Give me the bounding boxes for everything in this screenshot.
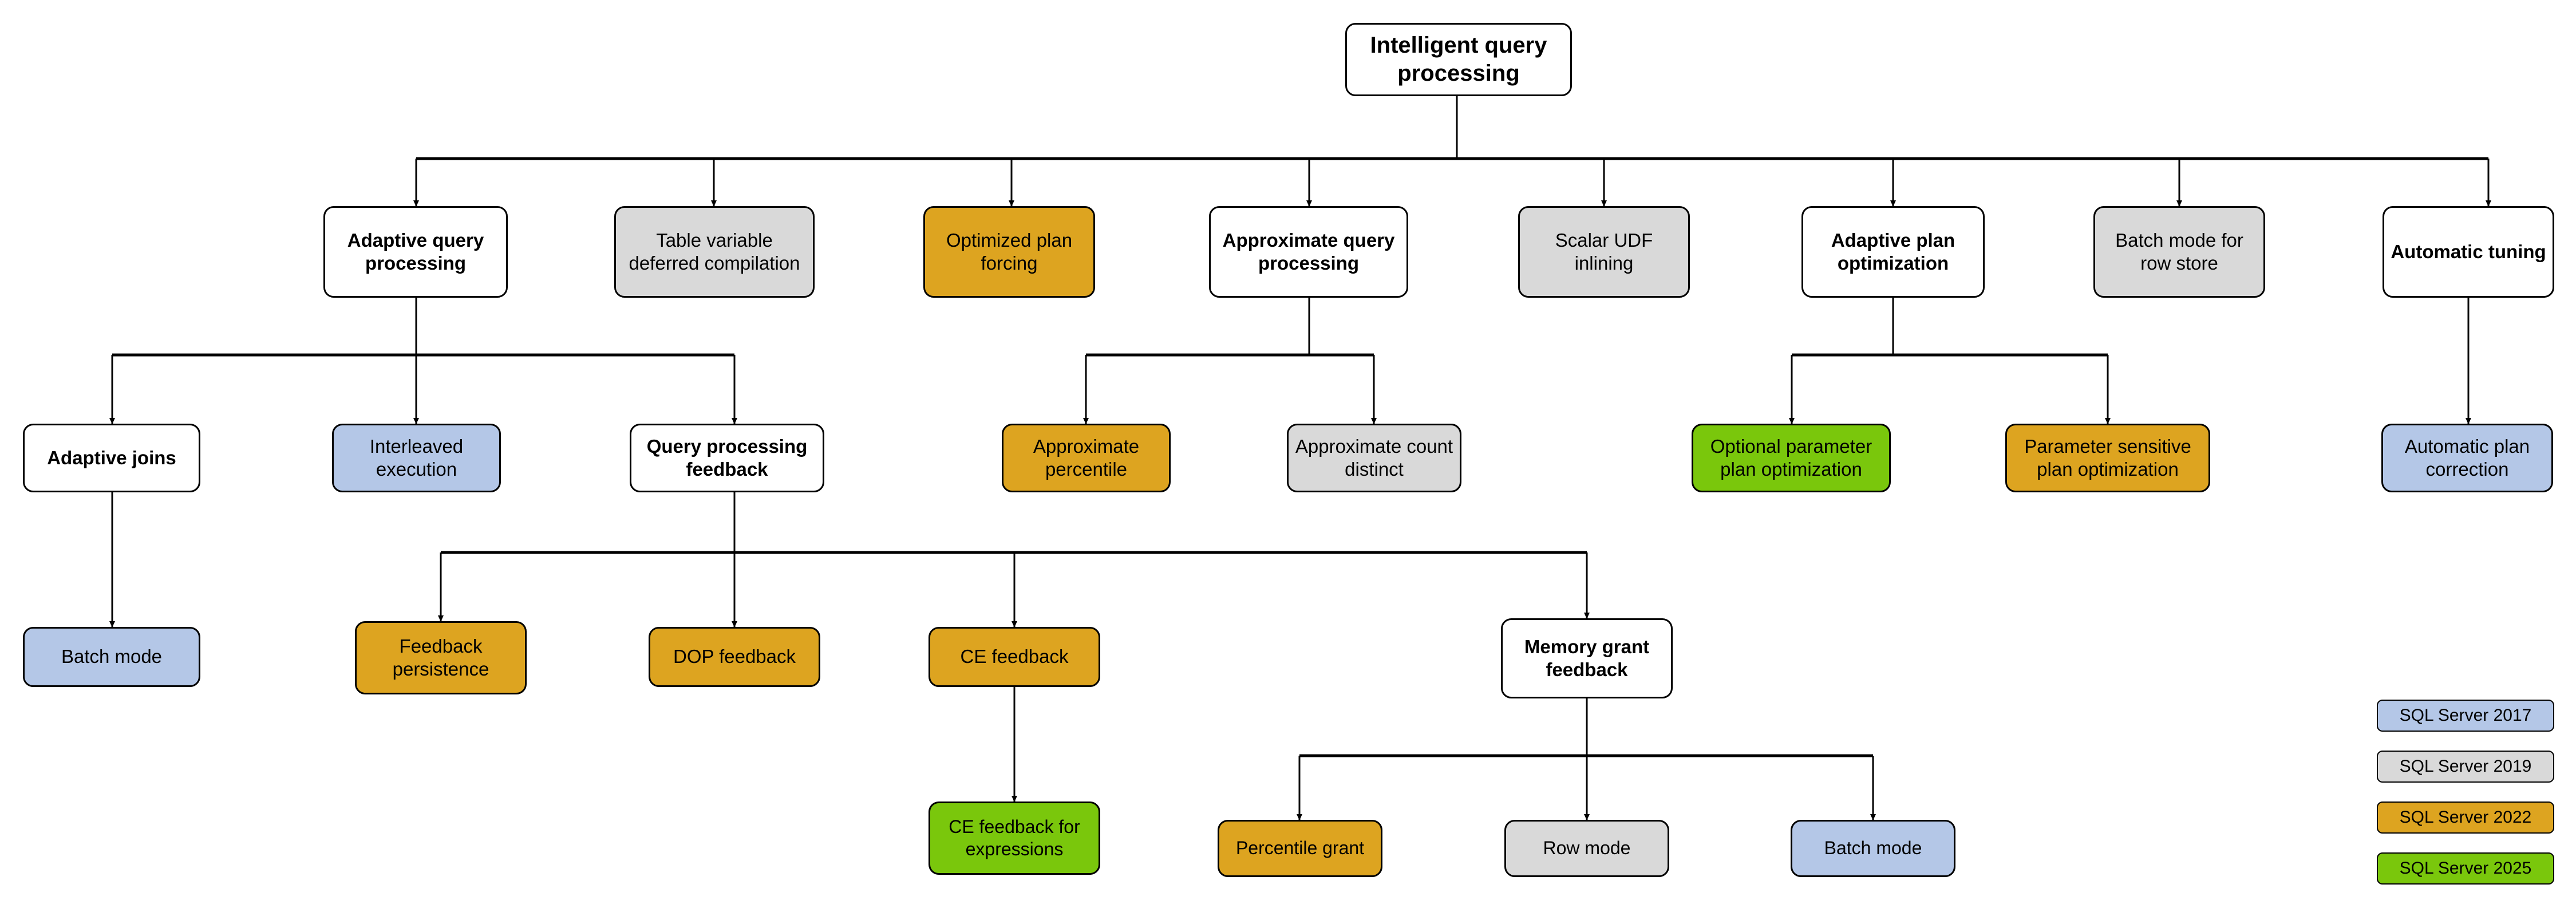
node-memory-grant-feedback[interactable]: Memory grant feedback <box>1501 618 1673 698</box>
node-table-variable-deferred-compilation[interactable]: Table variable deferred compilation <box>614 206 815 298</box>
node-percentile-grant[interactable]: Percentile grant <box>1218 820 1382 877</box>
legend-item-sql-server-2022: SQL Server 2022 <box>2377 802 2554 834</box>
node-label: Adaptive plan optimization <box>1831 229 1955 274</box>
node-interleaved-execution[interactable]: Interleaved execution <box>332 424 501 492</box>
node-label: Automatic plan correction <box>2404 435 2530 480</box>
node-batch-mode-for-row-store[interactable]: Batch mode for row store <box>2093 206 2265 298</box>
node-label: Scalar UDF inlining <box>1555 229 1653 274</box>
node-label: Optimized plan forcing <box>946 229 1073 274</box>
legend-label: SQL Server 2019 <box>2399 757 2532 776</box>
legend-item-sql-server-2019: SQL Server 2019 <box>2377 751 2554 783</box>
node-label: Interleaved execution <box>369 435 464 480</box>
node-label: CE feedback <box>960 646 1069 668</box>
node-parameter-sensitive-plan-optimization[interactable]: Parameter sensitive plan optimization <box>2005 424 2210 492</box>
node-optimized-plan-forcing[interactable]: Optimized plan forcing <box>923 206 1095 298</box>
node-ce-feedback[interactable]: CE feedback <box>929 627 1100 687</box>
node-label: CE feedback for expressions <box>949 816 1080 859</box>
legend-label: SQL Server 2025 <box>2399 859 2532 878</box>
node-label: Batch mode <box>1824 838 1922 859</box>
node-intelligent-query-processing[interactable]: Intelligent query processing <box>1345 23 1572 96</box>
node-label: Row mode <box>1543 838 1631 859</box>
node-label: DOP feedback <box>673 646 796 668</box>
node-label: Percentile grant <box>1235 838 1365 859</box>
node-label: Parameter sensitive plan optimization <box>2024 435 2191 480</box>
node-label: Approximate query processing <box>1222 229 1395 274</box>
node-label: Table variable deferred compilation <box>629 229 800 274</box>
node-optional-parameter-plan-optimization[interactable]: Optional parameter plan optimization <box>1692 424 1891 492</box>
node-adaptive-query-processing[interactable]: Adaptive query processing <box>323 206 508 298</box>
node-label: Approximate percentile <box>1033 435 1140 480</box>
node-batch-mode-adaptive-joins[interactable]: Batch mode <box>23 627 200 687</box>
legend-item-sql-server-2017: SQL Server 2017 <box>2377 700 2554 732</box>
node-label: Memory grant feedback <box>1524 635 1650 680</box>
node-adaptive-joins[interactable]: Adaptive joins <box>23 424 200 492</box>
node-label: Adaptive joins <box>47 447 176 468</box>
legend-label: SQL Server 2017 <box>2399 706 2532 725</box>
legend-item-sql-server-2025: SQL Server 2025 <box>2377 852 2554 885</box>
node-ce-feedback-for-expressions[interactable]: CE feedback for expressions <box>929 802 1100 875</box>
node-batch-mode-memory-grant[interactable]: Batch mode <box>1791 820 1955 877</box>
node-adaptive-plan-optimization[interactable]: Adaptive plan optimization <box>1801 206 1985 298</box>
node-label: Batch mode <box>61 646 163 668</box>
node-automatic-tuning[interactable]: Automatic tuning <box>2383 206 2554 298</box>
node-approximate-query-processing[interactable]: Approximate query processing <box>1209 206 1408 298</box>
node-label: Automatic tuning <box>2391 240 2546 262</box>
legend-label: SQL Server 2022 <box>2399 808 2532 827</box>
node-label: Approximate count distinct <box>1295 435 1453 480</box>
node-label: Batch mode for row store <box>2115 229 2243 274</box>
node-dop-feedback[interactable]: DOP feedback <box>649 627 820 687</box>
node-label: Feedback persistence <box>392 635 489 680</box>
node-query-processing-feedback[interactable]: Query processing feedback <box>630 424 824 492</box>
node-label: Optional parameter plan optimization <box>1710 435 1872 480</box>
node-scalar-udf-inlining[interactable]: Scalar UDF inlining <box>1518 206 1690 298</box>
node-feedback-persistence[interactable]: Feedback persistence <box>355 621 527 694</box>
node-label: Adaptive query processing <box>347 229 484 274</box>
node-label: Intelligent query processing <box>1370 33 1547 86</box>
node-automatic-plan-correction[interactable]: Automatic plan correction <box>2381 424 2553 492</box>
node-approximate-count-distinct[interactable]: Approximate count distinct <box>1287 424 1461 492</box>
node-approximate-percentile[interactable]: Approximate percentile <box>1002 424 1171 492</box>
node-label: Query processing feedback <box>646 435 808 480</box>
node-row-mode[interactable]: Row mode <box>1504 820 1669 877</box>
